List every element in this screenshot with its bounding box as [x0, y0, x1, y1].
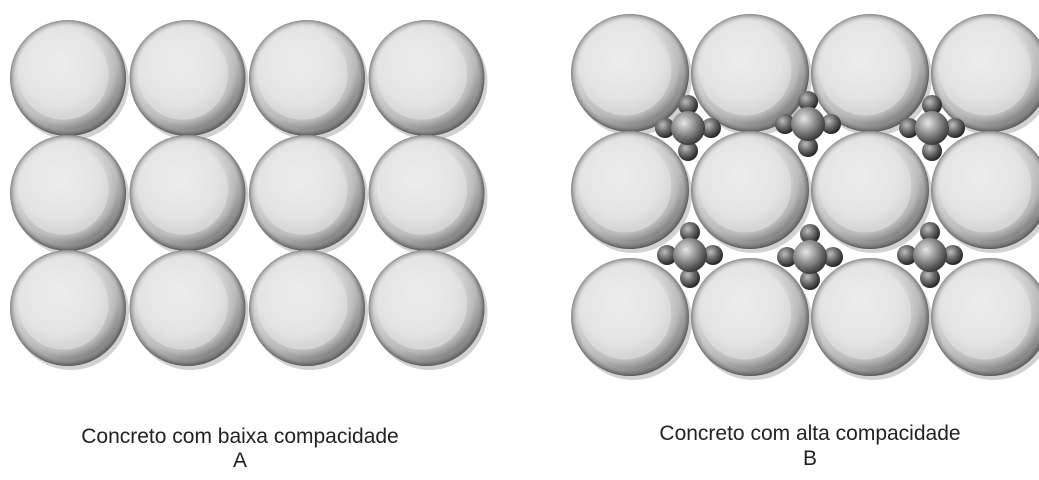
panel-b-fine-cluster-5-medium-grain: [913, 238, 947, 272]
panel-a-large-grain-r0-c2-face: [257, 29, 348, 120]
panel-a-large-grain-r1-c2: [249, 135, 368, 255]
panel-b-fine-cluster-3-fine-grain-1: [657, 245, 677, 265]
panel-a-large-grain-r0-c1: [129, 20, 249, 140]
panel-a-large-grain-r0-c3-face: [376, 29, 468, 120]
panel-b-fine-cluster-5: [897, 222, 963, 288]
panel-a-large-grain-r1-c1: [129, 135, 249, 255]
panel-b-fine-cluster-5-fine-grain-3: [920, 268, 940, 288]
panel-b-fine-cluster-4-medium-grain: [793, 240, 827, 274]
panel-b-fine-cluster-3: [657, 222, 723, 288]
panel-b-large-grain-r0-c2-face: [819, 23, 912, 116]
panel-b-large-grain-r1-c1-face: [699, 140, 792, 233]
panel-a-large-grain-r1-c0-face: [18, 144, 109, 235]
panel-a-letter: A: [232, 449, 247, 472]
panel-b-large-grain-r1-c3: [931, 131, 1039, 253]
panel-b-fine-cluster-3-fine-grain-3: [680, 268, 700, 288]
panel-b-fine-cluster-5-fine-grain-1: [897, 245, 917, 265]
panel-b-fine-cluster-0-fine-grain-2: [701, 118, 721, 138]
panel-a-large-grain-r1-c1-face: [137, 144, 229, 235]
panel-b-large-grain-r2-c3-face: [939, 267, 1032, 360]
panel-a-large-grain-r1-c3: [368, 135, 488, 255]
panel-b-fine-cluster-1-fine-grain-3: [798, 137, 818, 157]
panel-b-fine-cluster-4: [777, 224, 843, 290]
panel-b-large-grain-r1-c2: [811, 131, 932, 253]
panel-b-fine-cluster-1-fine-grain-1: [775, 114, 795, 134]
panel-a-large-grain-r2-c3: [368, 250, 488, 370]
panel-a-large-grain-r0-c1-face: [137, 29, 229, 120]
panel-a-large-grain-r2-c0-face: [18, 259, 109, 350]
panel-b-large-grain-r1-c1: [691, 131, 812, 253]
panel-b-large-grain-r0-c0: [571, 14, 692, 136]
panel-b-fine-cluster-2-fine-grain-0: [922, 95, 942, 115]
panel-b-fine-cluster-2: [899, 95, 965, 161]
panel-b-fine-cluster-0-fine-grain-1: [655, 118, 675, 138]
panel-a-caption: Concreto com baixa compacidade: [81, 425, 399, 448]
panel-b-fine-cluster-4-fine-grain-0: [800, 224, 820, 244]
panel-b-large-grain-r0-c0-face: [579, 23, 672, 116]
panel-b-fine-cluster-1-fine-grain-2: [821, 114, 841, 134]
panel-b-fine-cluster-1-medium-grain: [791, 107, 825, 141]
panel-b-large-grain-r1-c0-face: [579, 140, 672, 233]
panel-b-letter: B: [802, 447, 817, 470]
panel-b-fine-cluster-4-fine-grain-2: [823, 247, 843, 267]
panel-b-fine-cluster-2-fine-grain-3: [922, 141, 942, 161]
panel-a-large-grain-r2-c2: [249, 250, 368, 370]
panel-b-large-grain-r1-c2-face: [819, 140, 912, 233]
panel-b-fine-cluster-3-fine-grain-2: [703, 245, 723, 265]
panel-b-large-grain-r0-c1-face: [699, 23, 792, 116]
panel-a-large-grain-r0-c3: [368, 20, 488, 140]
panel-b-fine-cluster-2-fine-grain-1: [899, 118, 919, 138]
panel-b-fine-cluster-3-medium-grain: [673, 238, 707, 272]
panel-b-large-grain-r2-c1: [691, 258, 812, 380]
panel-b-fine-cluster-5-fine-grain-2: [943, 245, 963, 265]
panel-a-large-grain-r2-c2-face: [257, 259, 348, 350]
panel-b-large-grain-r1-c3-face: [939, 140, 1032, 233]
panel-b-fine-cluster-3-fine-grain-0: [680, 222, 700, 242]
panel-a-large-grain-r2-c1: [129, 250, 249, 370]
panel-a-large-grain-r2-c1-face: [137, 259, 229, 350]
panel-b-large-grain-r0-c3-face: [939, 23, 1032, 116]
panel-b-large-grain-r1-c0: [571, 131, 692, 253]
panel-b-large-grain-r2-c3: [931, 258, 1039, 380]
panel-b-fine-cluster-2-fine-grain-2: [945, 118, 965, 138]
panel-b-large-grain-r2-c1-face: [699, 267, 792, 360]
panel-b-large-grain-r0-c1: [691, 14, 812, 136]
panel-b-fine-cluster-4-fine-grain-3: [800, 270, 820, 290]
panel-a-grains: [10, 20, 488, 370]
panel-a-large-grain-r0-c0: [10, 20, 129, 140]
panel-a-large-grain-r0-c0-face: [18, 29, 109, 120]
panel-b-fine-cluster-1: [775, 91, 841, 157]
panel-b-grains: [571, 14, 1039, 380]
panel-b-large-grain-r2-c2: [811, 258, 932, 380]
panel-b-fine-cluster-0-medium-grain: [671, 111, 705, 145]
panel-a-large-grain-r2-c3-face: [376, 259, 468, 350]
panel-b-caption: Concreto com alta compacidade: [659, 422, 961, 445]
panel-b-fine-cluster-0-fine-grain-3: [678, 141, 698, 161]
panel-a-large-grain-r1-c3-face: [376, 144, 468, 235]
panel-b-large-grain-r2-c2-face: [819, 267, 912, 360]
panel-a-large-grain-r0-c2: [249, 20, 368, 140]
panel-a-large-grain-r2-c0: [10, 250, 129, 370]
panel-b-large-grain-r2-c0-face: [579, 267, 672, 360]
panel-b-large-grain-r2-c0: [571, 258, 692, 380]
panel-b-fine-cluster-1-fine-grain-0: [798, 91, 818, 111]
panel-b-large-grain-r0-c2: [811, 14, 932, 136]
panel-b-large-grain-r0-c3: [931, 14, 1039, 136]
panel-a-large-grain-r1-c2-face: [257, 144, 348, 235]
panel-a-large-grain-r1-c0: [10, 135, 129, 255]
panel-b-fine-cluster-0-fine-grain-0: [678, 95, 698, 115]
panel-b-fine-cluster-4-fine-grain-1: [777, 247, 797, 267]
panel-b-fine-cluster-5-fine-grain-0: [920, 222, 940, 242]
panel-b-fine-cluster-0: [655, 95, 721, 161]
panel-b-fine-cluster-2-medium-grain: [915, 111, 949, 145]
